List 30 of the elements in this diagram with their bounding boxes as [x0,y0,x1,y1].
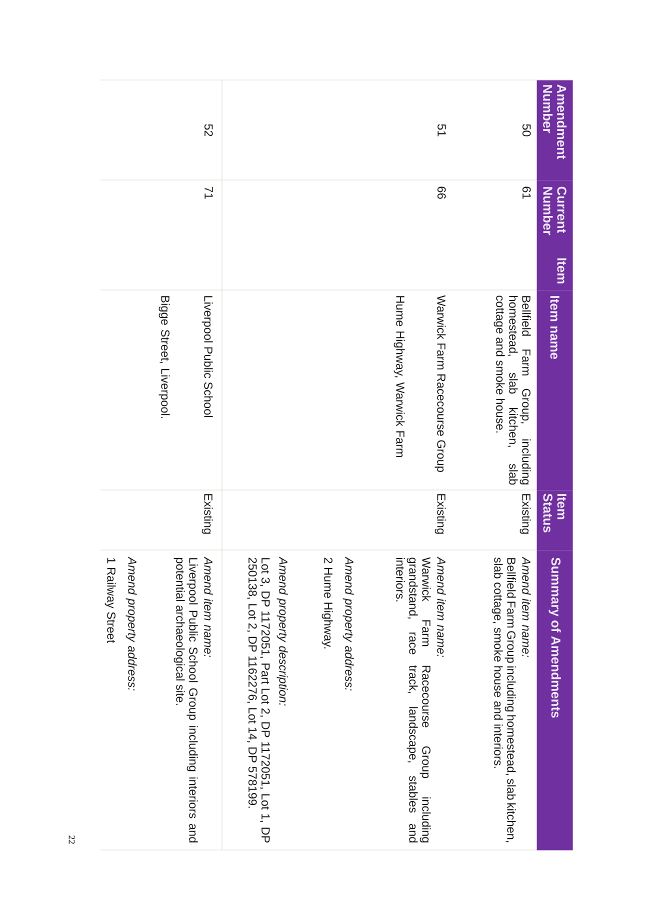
amendment-text: 2 Hume Highway. [322,558,333,648]
item-name: Bellfield Farm Group, including homestead, slab kitchen, slab cottage and smoke house. [494,296,531,485]
amendment-number: 50 [522,124,531,136]
item-name: Warwick Farm Racecourse Group [434,295,446,472]
page-number: 22 [68,836,75,844]
column-header: Amendment Number [536,80,573,180]
amendment-text: Bellfield Farm Group including homestead, slab kitchen, slab cottage, smoke house and interiors. [492,558,516,842]
field-label: Amend property address: [126,556,137,690]
amendment-number: 52 [204,124,213,136]
item-address: Bigge Street, Liverpool. [158,296,170,418]
item-status: Existing [202,494,213,534]
item-name: Liverpool Public School [202,296,213,418]
field-label: Amend property description: [276,556,288,706]
amendment-text: Warwick Farm Racecourse Group including grandstand, race track, landscape, stables and interiors. [396,557,431,842]
item-number: 71 [204,186,213,199]
field-label: Amend item name: [204,556,213,658]
column-header: Item Status [536,490,573,550]
field-label: Amend item name: [522,556,531,658]
amendment-text: Liverpool Public School Group including interiors and potential archaeological site. [174,558,198,842]
item-status: Existing [520,494,531,534]
field-label: Amend property address: [342,556,354,690]
item-address: Hume Highway, Warwick Farm [394,296,405,457]
item-number: 66 [437,186,446,199]
column-header: Current Item Number [536,180,573,290]
amendment-text: 1 Railway Street [104,558,116,643]
field-label: Amend item name: [437,556,446,658]
item-number: 61 [522,186,531,199]
amendment-number: 51 [438,124,446,136]
amendment-text: Lot 3, DP 1172051, Part Lot 2, DP 1172051, Lot 1, DP 250138, Lot 2, DP 1162276, Lot 14, DP 578199. [247,558,270,843]
item-status: Existing [434,494,446,534]
